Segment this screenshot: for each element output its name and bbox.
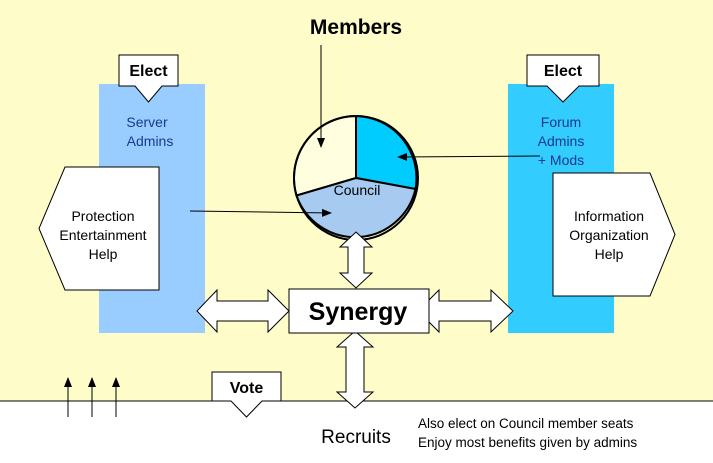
role-help-left: Help [89,246,118,262]
forum-admins-line2: Admins [538,133,585,149]
left-synergy-double-arrow [196,288,290,334]
members-title: Members [310,16,402,39]
forum-admins-line3: + Mods [538,152,584,168]
forum-admins-to-pie-arrow [397,152,541,161]
role-organization: Organization [569,227,648,243]
pie-slice-forum [355,114,418,191]
synergy-recruits-double-arrow [335,330,375,409]
role-information: Information [574,208,644,224]
recruits-band [0,401,713,463]
vote-badge: Vote [211,371,282,418]
server-admins-line1: Server [126,114,168,130]
left-elect-badge: Elect [118,54,179,103]
right-synergy-double-arrow [417,288,514,334]
forum-admins-line1: Forum [541,114,581,130]
right-elect-badge: Elect [526,54,600,103]
synergy-box: Synergy [288,288,430,334]
left-elect-label: Elect [129,63,168,80]
recruits-note-line2: Enjoy most benefits given by admins [418,435,637,450]
council-pie: Council [292,114,419,241]
recruits-note-line1: Also elect on Council member seats [418,416,634,431]
server-admin-roles-box: Protection Entertainment Help [38,166,160,291]
forum-admin-roles-box: Information Organization Help [552,172,676,297]
server-admins-to-council-arrow [189,208,332,217]
role-protection: Protection [71,208,134,224]
server-admins-line2: Admins [127,133,174,149]
vote-label: Vote [230,380,264,397]
role-help-right: Help [595,246,624,262]
council-label: Council [334,182,381,198]
recruits-label: Recruits [321,427,391,448]
right-elect-label: Elect [544,63,583,80]
role-entertainment: Entertainment [59,227,146,243]
pie-synergy-double-arrow [338,231,374,289]
synergy-label: Synergy [309,298,408,326]
